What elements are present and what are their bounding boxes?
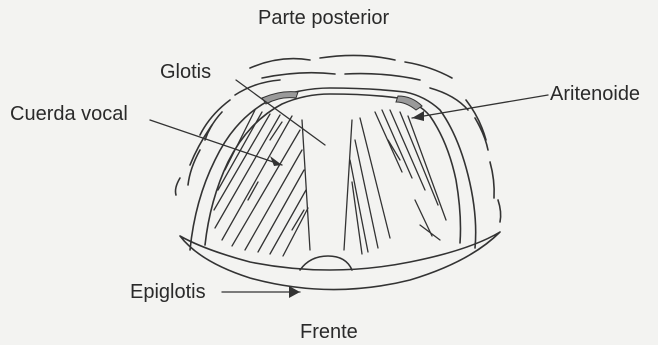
- label-aritenoide: Aritenoide: [550, 84, 640, 104]
- label-cuerda-vocal: Cuerda vocal: [10, 104, 128, 124]
- arytenoid-right: [396, 96, 422, 110]
- anterior-dome: [300, 256, 352, 270]
- glottis-right-edge: [344, 120, 352, 250]
- label-parte-posterior: Parte posterior: [258, 8, 389, 28]
- vocal-cord-right: [350, 110, 446, 254]
- label-epiglotis: Epiglotis: [130, 282, 206, 302]
- vocal-cord-left: [214, 110, 308, 256]
- epiglottis-shape: [180, 232, 500, 290]
- outer-sketch-lines: [176, 55, 501, 222]
- label-frente: Frente: [300, 322, 358, 342]
- glottis-left-edge: [302, 120, 310, 250]
- label-glotis: Glotis: [160, 62, 211, 82]
- vestibular-contour: [190, 88, 476, 250]
